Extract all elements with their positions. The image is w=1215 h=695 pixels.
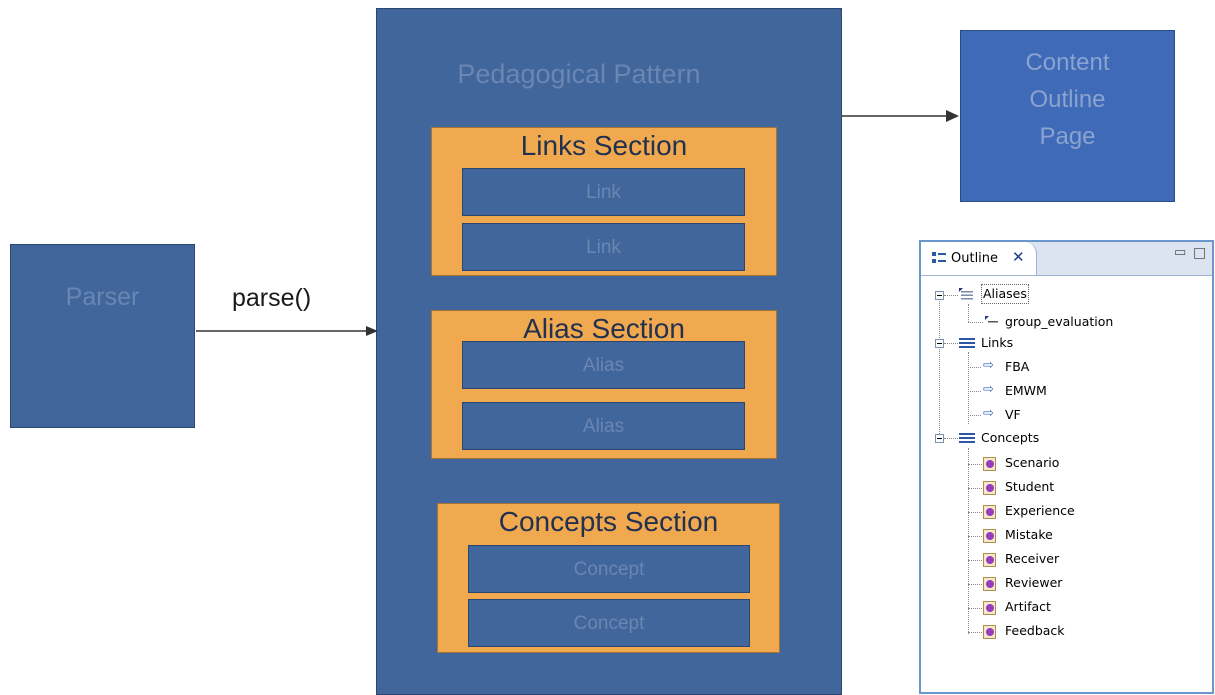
aliases-section-icon — [959, 288, 973, 300]
link-label: Link — [586, 237, 621, 258]
concept-label: Concept — [573, 613, 645, 634]
tree-links-line — [968, 352, 969, 424]
tree-branch — [968, 560, 982, 561]
concept-icon — [983, 601, 996, 615]
link-arrow-icon: ⇨ — [983, 382, 994, 397]
concept-icon — [983, 553, 996, 567]
concept-box: Concept — [468, 545, 750, 593]
tree-branch — [968, 632, 982, 633]
concept-item-label: Experience — [1005, 503, 1075, 518]
concept-icon — [983, 457, 996, 471]
tree-branch — [968, 367, 981, 368]
tree-branch — [968, 584, 982, 585]
concepts-section-icon — [959, 433, 975, 443]
tree-branch — [968, 536, 982, 537]
links-section-icon — [959, 338, 975, 348]
tree-branch — [968, 391, 981, 392]
outline-view-panel: Outline ✕ ▭ □ Aliases group_evaluation L… — [919, 240, 1214, 694]
concept-icon — [983, 505, 996, 519]
concept-label: Concept — [573, 559, 645, 580]
tree-branch — [968, 322, 983, 323]
concepts-label: Concepts — [981, 430, 1040, 445]
tree-branch — [944, 295, 958, 296]
collapse-links-toggle[interactable] — [935, 339, 944, 348]
concept-item-label: Feedback — [1005, 623, 1065, 638]
tree-branch — [968, 415, 981, 416]
link-arrow-icon: ⇨ — [983, 358, 994, 373]
link-box: Link — [462, 223, 745, 271]
tree-item-concept[interactable]: Scenario — [1005, 452, 1059, 474]
tree-branch — [968, 512, 982, 513]
concept-item-label: Receiver — [1005, 551, 1060, 566]
tree-branch — [944, 343, 958, 344]
concept-item-label: Student — [1005, 479, 1055, 494]
tree-item-link[interactable]: FBA — [1005, 356, 1029, 378]
link-item-label: EMWM — [1005, 383, 1047, 398]
close-icon[interactable]: ✕ — [1012, 248, 1025, 266]
tree-item-concept[interactable]: Receiver — [1005, 548, 1059, 570]
concept-icon — [983, 481, 996, 495]
parser-label: Parser — [65, 283, 140, 311]
link-arrow-icon: ⇨ — [983, 406, 994, 421]
concept-item-label: Mistake — [1005, 527, 1053, 542]
alias-label: Alias — [582, 416, 625, 437]
alias-box: Alias — [462, 341, 745, 389]
tree-item-link[interactable]: VF — [1005, 404, 1021, 426]
alias-label: Alias — [582, 355, 625, 376]
link-item-label: FBA — [1005, 359, 1030, 374]
tree-branch — [968, 488, 982, 489]
concept-icon — [983, 625, 996, 639]
tree-branch — [944, 438, 958, 439]
tree-item-aliases[interactable]: Aliases — [981, 284, 1029, 304]
tree-branch — [968, 464, 982, 465]
outline-tab[interactable]: Outline ✕ — [921, 242, 1037, 275]
alias-box: Alias — [462, 402, 745, 450]
link-item-label: VF — [1005, 407, 1021, 422]
tree-concepts-line — [968, 448, 969, 634]
tree-item-links[interactable]: Links — [981, 332, 1013, 354]
aliases-label: Aliases — [983, 286, 1027, 301]
outline-tab-label: Outline — [951, 251, 999, 266]
tree-root-line — [939, 298, 940, 438]
alias-item-label: group_evaluation — [1005, 314, 1114, 329]
tree-item-concept[interactable]: Mistake — [1005, 524, 1053, 546]
content-outline-line3: Page — [1039, 123, 1096, 150]
alias-item-icon — [985, 316, 998, 323]
tree-item-concept[interactable]: Feedback — [1005, 620, 1065, 642]
concept-item-label: Artifact — [1005, 599, 1051, 614]
concepts-section-title: Concepts Section — [498, 506, 719, 537]
tree-item-link[interactable]: EMWM — [1005, 380, 1047, 402]
link-box: Link — [462, 168, 745, 216]
pedagogical-pattern-title: Pedagogical Pattern — [457, 59, 701, 89]
minimize-icon[interactable]: ▭ — [1174, 245, 1187, 260]
tree-item-concept[interactable]: Artifact — [1005, 596, 1051, 618]
parse-call-label: parse() — [232, 284, 312, 312]
parser-box: Parser — [10, 244, 195, 428]
tree-item-concepts[interactable]: Concepts — [981, 427, 1039, 449]
content-outline-line2: Outline — [1029, 86, 1106, 113]
concept-item-label: Reviewer — [1005, 575, 1063, 590]
tree-item-alias[interactable]: group_evaluation — [1005, 311, 1113, 333]
links-label: Links — [981, 335, 1014, 350]
concept-icon — [983, 577, 996, 591]
collapse-aliases-toggle[interactable] — [935, 291, 944, 300]
concept-item-label: Scenario — [1005, 455, 1060, 470]
outline-view-icon — [932, 252, 946, 263]
concept-icon — [983, 529, 996, 543]
outline-arrowhead — [946, 110, 959, 122]
maximize-icon[interactable]: □ — [1193, 245, 1207, 261]
collapse-concepts-toggle[interactable] — [935, 434, 944, 443]
alias-section-title: Alias Section — [523, 313, 685, 344]
tree-item-concept[interactable]: Experience — [1005, 500, 1075, 522]
tree-branch — [968, 608, 982, 609]
content-outline-page-box: Content Outline Page — [960, 30, 1175, 202]
link-label: Link — [586, 182, 621, 203]
concept-box: Concept — [468, 599, 750, 647]
tree-item-concept[interactable]: Reviewer — [1005, 572, 1062, 594]
content-outline-line1: Content — [1025, 49, 1110, 76]
outline-tab-bar: Outline ✕ ▭ □ — [921, 242, 1212, 276]
tree-item-concept[interactable]: Student — [1005, 476, 1054, 498]
links-section-title: Links Section — [520, 130, 688, 161]
tree-aliases-line — [968, 304, 969, 322]
